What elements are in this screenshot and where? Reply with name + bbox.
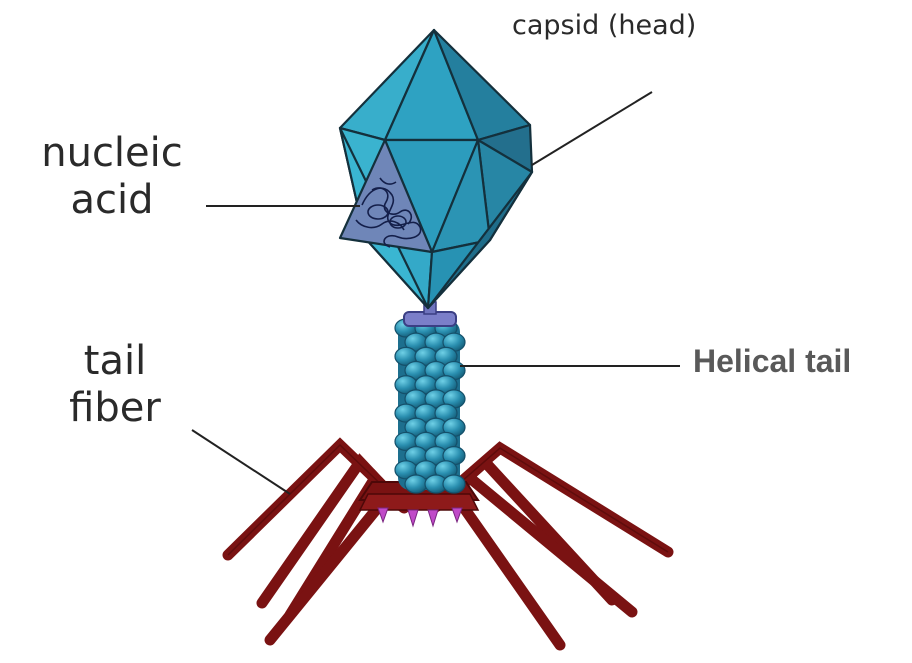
- leader-capsid: [532, 92, 652, 165]
- tail-bead: [405, 475, 427, 493]
- leader-tail-fiber: [192, 430, 290, 494]
- label-nucleic-acid: nucleic acid: [22, 130, 202, 224]
- tail-bead: [443, 475, 465, 493]
- helical-tail: [395, 319, 465, 493]
- label-tail-line2: fiber: [40, 385, 190, 432]
- label-capsid: capsid (head): [512, 10, 696, 42]
- label-tail-line1: tail: [40, 338, 190, 385]
- label-tail-fiber: tail fiber: [40, 338, 190, 432]
- label-nucleic-line2: acid: [22, 177, 202, 224]
- label-nucleic-line1: nucleic: [22, 130, 202, 177]
- capsid-head: [340, 30, 532, 308]
- label-helical-tail: Helical tail: [693, 343, 851, 381]
